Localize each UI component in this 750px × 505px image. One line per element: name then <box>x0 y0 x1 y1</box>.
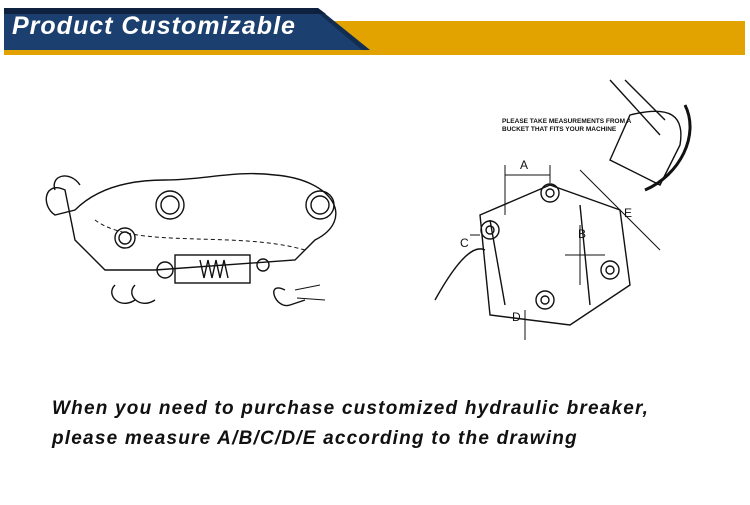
header-banner <box>4 8 745 55</box>
label-e: E <box>624 206 633 220</box>
caption-line-2: please measure A/B/C/D/E according to th… <box>52 428 578 449</box>
label-d: D <box>512 310 521 324</box>
caption-line-1: When you need to purchase customized hyd… <box>52 398 650 419</box>
measurement-note: PLEASE TAKE MEASUREMENTS FROM A BUCKET T… <box>502 118 632 133</box>
page-title: Product Customizable <box>12 12 296 40</box>
bucket-measurement-drawing <box>434 79 692 340</box>
label-a: A <box>520 158 529 172</box>
quick-coupler-drawing <box>45 172 337 307</box>
label-c: C <box>460 236 469 250</box>
label-b: B <box>578 227 587 241</box>
